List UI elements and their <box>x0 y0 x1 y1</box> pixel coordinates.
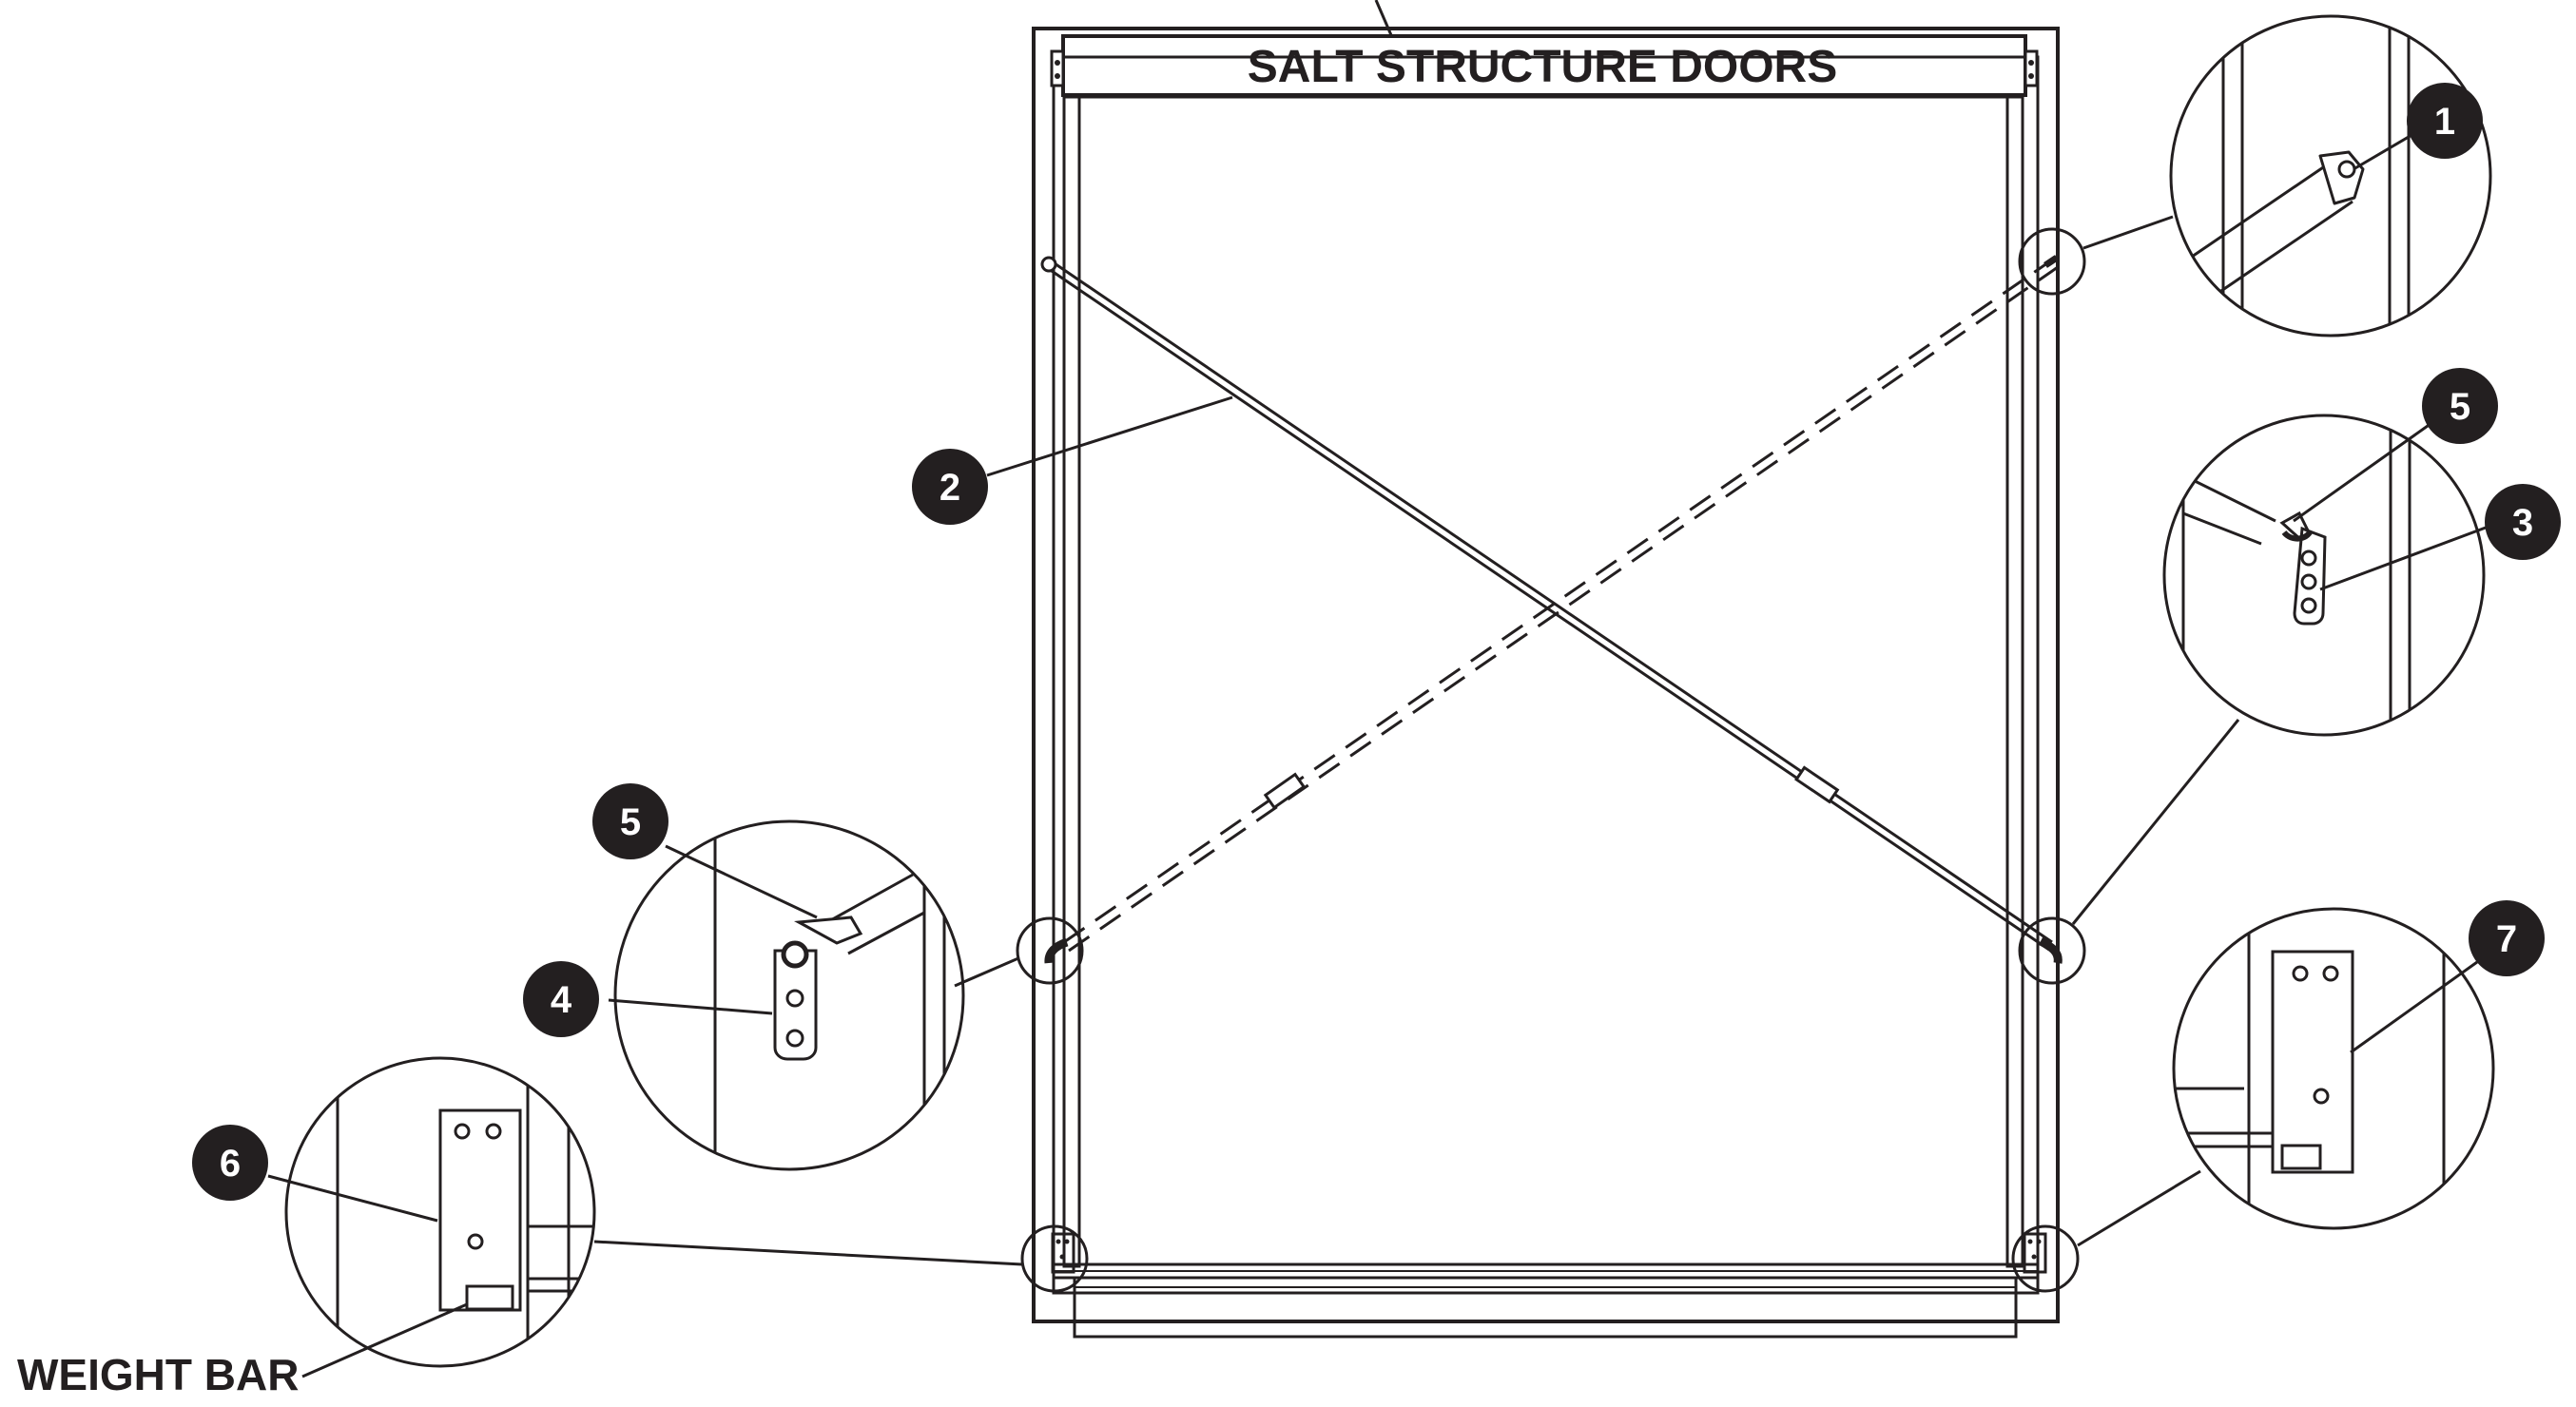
detail-connectors <box>593 215 2240 1266</box>
callout-badge-3: 3 <box>2485 484 2561 560</box>
callout-number: 3 <box>2512 502 2533 544</box>
callout-number: 5 <box>2450 386 2470 428</box>
turnbuckle-left <box>1263 772 1307 810</box>
callout-badge-6: 6 <box>192 1125 268 1201</box>
callout-number: 1 <box>2434 101 2455 143</box>
door-frame <box>1032 27 2060 1323</box>
callout-badge-7: 7 <box>2469 900 2545 976</box>
callout-number: 7 <box>2496 918 2517 960</box>
callout-number: 6 <box>220 1143 241 1185</box>
detail-circle-bracket-left <box>267 1056 596 1378</box>
detail-circle-bracket-right <box>2172 907 2495 1230</box>
indicator-circles <box>1016 227 2086 1293</box>
callout-badge-5-left: 5 <box>592 783 668 859</box>
brace-strap-dashed <box>1044 255 2059 964</box>
callout-badge-1: 1 <box>2407 83 2483 159</box>
callout-badge-2: 2 <box>912 395 1233 525</box>
corner-bracket-bottom-left <box>1051 1232 1075 1274</box>
detail-circle-strap-end <box>2169 14 2492 337</box>
callout-number: 2 <box>939 467 960 509</box>
detail-circle-hook-left <box>608 819 965 1171</box>
header-nameplate: SALT STRUCTURE DOORS <box>1050 34 2039 97</box>
callout-badge-4: 4 <box>523 961 599 1037</box>
callout-badge-5-right: 5 <box>2422 368 2498 444</box>
turnbuckle-right <box>1794 765 1840 804</box>
corner-bracket-bottom-right <box>2023 1232 2047 1274</box>
brace-strap-solid <box>1040 256 2063 964</box>
callout-number: 4 <box>551 979 572 1021</box>
weight-bar-label: WEIGHT BAR <box>17 1350 299 1399</box>
weight-bar <box>1052 1262 2040 1339</box>
callout-number: 5 <box>620 801 641 843</box>
header-title: SALT STRUCTURE DOORS <box>1248 42 1837 92</box>
detail-circle-hook-right <box>2162 414 2502 737</box>
